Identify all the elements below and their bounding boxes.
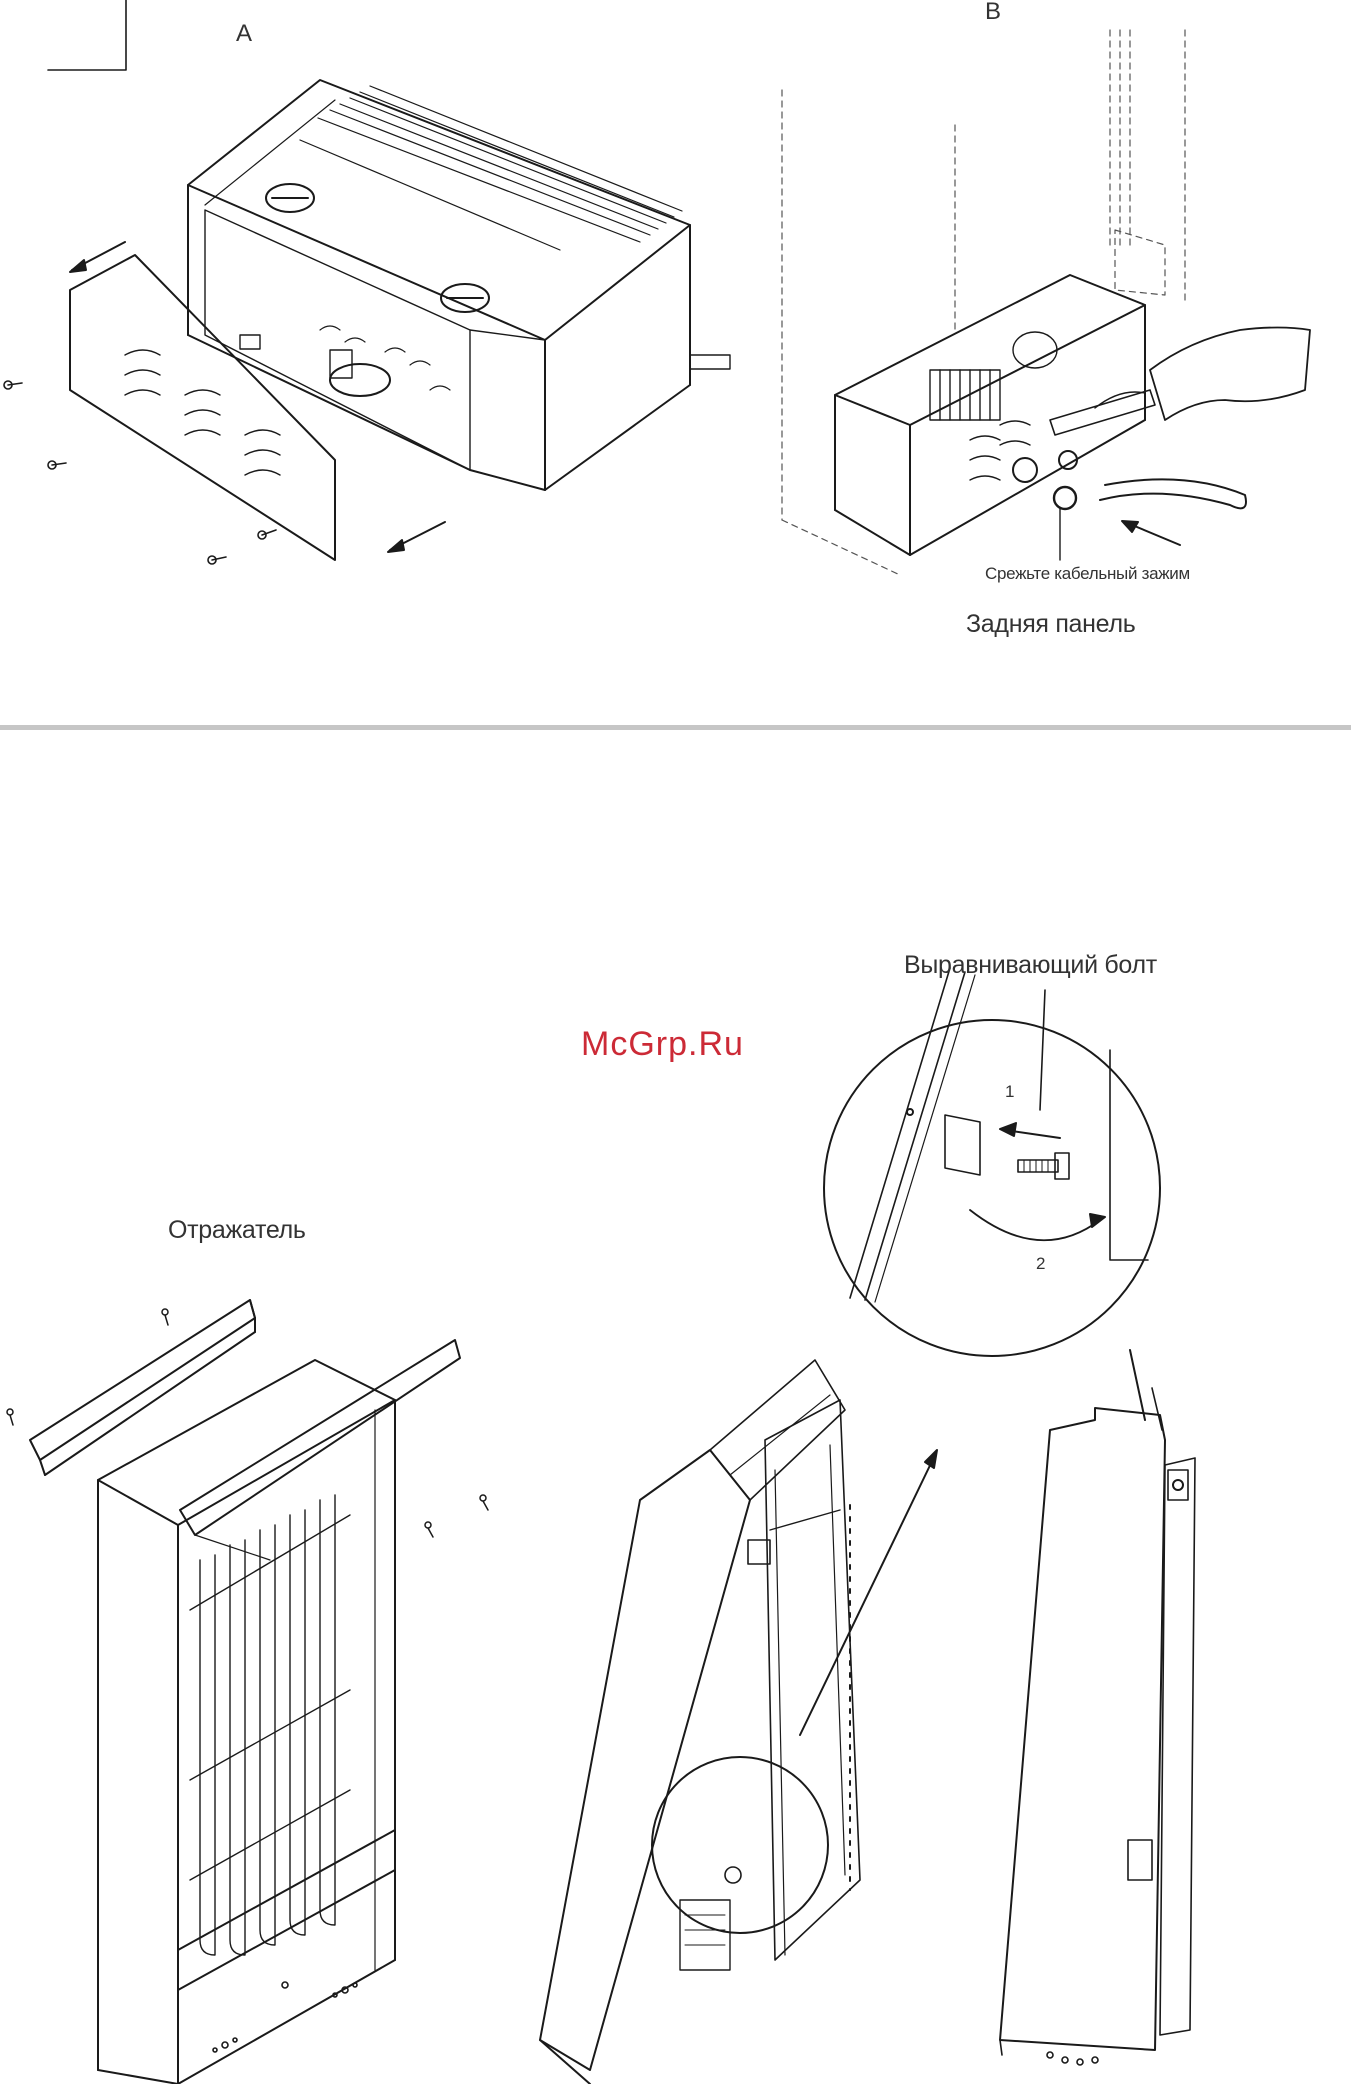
leveling-bolt-caption: Выравнивающий болт xyxy=(904,953,1157,978)
figure-a-label: A xyxy=(236,22,252,46)
step-1-label: 1 xyxy=(1005,1083,1014,1100)
side-heater xyxy=(1000,1350,1195,2065)
tilted-heater xyxy=(540,1360,937,2084)
figure-b-back-panel xyxy=(782,0,1310,575)
leveling-bolt-detail xyxy=(824,968,1160,1356)
step-2-label: 2 xyxy=(1036,1255,1045,1272)
cable-clamp-caption: Срежьте кабельный зажим xyxy=(985,565,1190,582)
section-divider xyxy=(0,725,1351,730)
reflector-caption: Отражатель xyxy=(168,1218,306,1243)
figure-b-label: B xyxy=(985,0,1001,24)
watermark: McGrp.Ru xyxy=(581,1027,744,1061)
back-panel-caption: Задняя панель xyxy=(966,612,1135,637)
corner-mark xyxy=(48,0,126,70)
figure-a-heater-box xyxy=(4,80,730,564)
reflector-assembly xyxy=(7,1300,488,2084)
